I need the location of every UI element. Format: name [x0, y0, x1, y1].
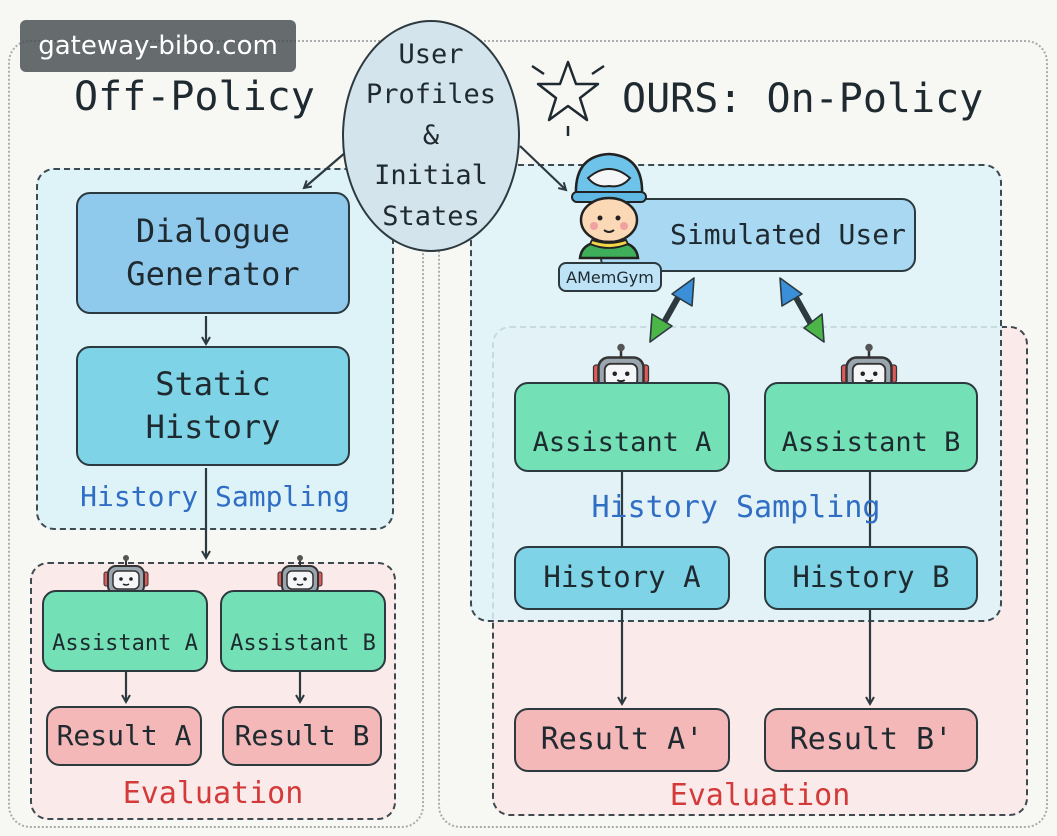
on-policy-title: OURS: On-Policy — [622, 76, 984, 122]
left-history-sampling-label: History Sampling — [80, 480, 350, 513]
left-assistant-b-box: Assistant B — [220, 590, 386, 672]
bidirectional-arrow-a — [649, 277, 695, 343]
arrow-bubble-to-simulated-user — [519, 145, 566, 190]
static-history-box: Static History — [76, 346, 350, 466]
dialogue-generator-box: Dialogue Generator — [76, 192, 350, 314]
right-result-a-box: Result A' — [514, 708, 730, 772]
simulated-user-box: Simulated User — [600, 198, 916, 272]
right-evaluation-label: Evaluation — [669, 778, 851, 813]
off-policy-title: Off-Policy — [74, 74, 315, 120]
user-avatar-icon — [566, 146, 652, 262]
right-history-sampling-label: History Sampling — [591, 490, 881, 525]
right-assistant-b-box: Assistant B — [764, 382, 978, 472]
on-policy-panel — [438, 40, 1048, 828]
left-result-b-box: Result B — [222, 706, 382, 766]
user-profiles-bubble: User Profiles & Initial States — [342, 20, 520, 252]
left-evaluation-label: Evaluation — [122, 776, 304, 811]
left-assistant-a-box: Assistant A — [42, 590, 208, 672]
right-result-b-box: Result B' — [764, 708, 978, 772]
watermark: gateway-bibo.com — [20, 20, 296, 72]
history-a-box: History A — [514, 546, 730, 610]
star-icon — [531, 60, 605, 136]
history-b-box: History B — [764, 546, 978, 610]
left-result-a-box: Result A — [46, 706, 202, 766]
right-assistant-a-box: Assistant A — [514, 382, 730, 472]
amemgym-badge: AMemGym — [558, 262, 662, 292]
bidirectional-arrow-b — [779, 277, 825, 343]
